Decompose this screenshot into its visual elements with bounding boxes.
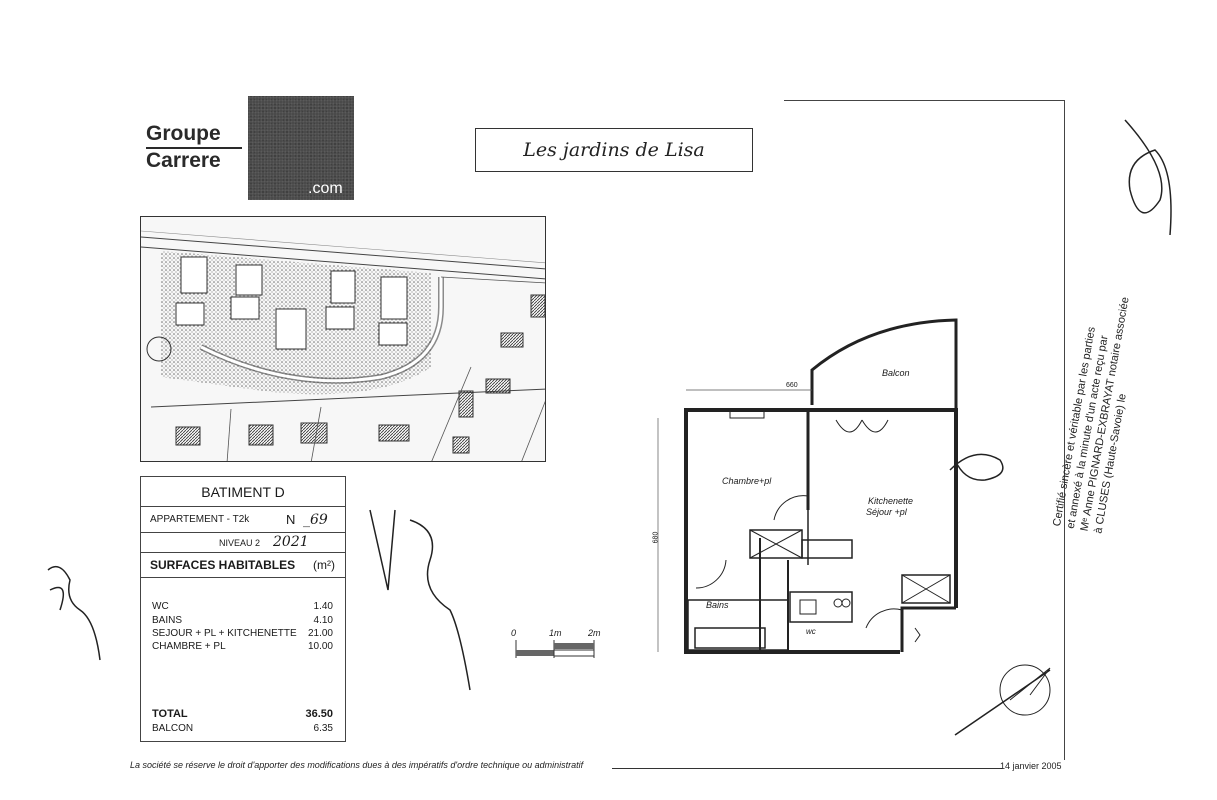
signature-top-right — [1124, 119, 1172, 236]
room-sejour: Séjour +pl — [866, 507, 907, 517]
scale-label-2m: 2m — [588, 628, 601, 638]
total-value: 36.50 — [305, 708, 333, 720]
scale-label-1m: 1m — [549, 628, 562, 638]
footer-date: 14 janvier 2005 — [1000, 761, 1062, 771]
frame-top-line — [784, 100, 1064, 101]
signature-plan — [949, 453, 1004, 481]
total-label: TOTAL — [152, 708, 188, 720]
surfaces-label: SURFACES HABITABLES — [150, 558, 296, 572]
surface-table: BATIMENT D APPARTEMENT - T2k N _69 NIVEA… — [140, 476, 346, 742]
footer-line — [612, 768, 1002, 769]
apartment-number-label: N — [286, 512, 296, 527]
item-value-bains: 4.10 — [313, 615, 333, 626]
item-value-wc: 1.40 — [313, 601, 333, 612]
item-value-sejour: 21.00 — [307, 628, 333, 639]
floor-plan — [657, 318, 960, 656]
dimension-left: 680 — [652, 531, 660, 544]
certification-text: Certifié sincère et véritable par les pa… — [1050, 269, 1150, 535]
scale-bar — [515, 640, 595, 658]
surfaces-unit: (m²) — [313, 558, 335, 572]
level-row: NIVEAU 2 2021 — [141, 533, 345, 553]
item-label-bains: BAINS — [152, 615, 183, 626]
logo-text: Groupe Carrere — [146, 120, 221, 174]
logo-suffix: .com — [308, 180, 343, 197]
apartment-label: APPARTEMENT - T2k — [150, 514, 250, 525]
balcon-value: 6.35 — [313, 723, 333, 734]
north-arrow-sketch — [954, 664, 1051, 736]
level-handwritten: 2021 — [273, 534, 309, 550]
room-wc: wc — [806, 627, 816, 636]
item-label-sejour: SEJOUR + PL + KITCHENETTE — [152, 628, 297, 639]
level-label: NIVEAU 2 — [219, 538, 261, 548]
room-kitchenette: Kitchenette — [868, 496, 914, 506]
frame-right-line — [1064, 100, 1065, 760]
page-title: Les jardins de Lisa — [523, 139, 705, 161]
item-label-chambre: CHAMBRE + PL — [152, 641, 226, 652]
logo-line2: Carrere — [146, 149, 221, 172]
building-label: BATIMENT D — [141, 477, 345, 507]
scale-label-0: 0 — [511, 628, 517, 638]
signature-middle — [369, 509, 471, 691]
surfaces-row: SURFACES HABITABLES (m²) — [141, 553, 345, 578]
room-bains: Bains — [706, 600, 729, 610]
title-box: Les jardins de Lisa — [475, 128, 753, 172]
apartment-number: _69 — [303, 512, 328, 528]
logo-box — [248, 96, 354, 200]
site-plan-drawing — [141, 230, 545, 461]
logo-divider — [146, 147, 242, 149]
balcon-label: BALCON — [152, 723, 194, 734]
site-plan — [140, 216, 546, 462]
room-balcon: Balcon — [882, 368, 910, 378]
logo-line1: Groupe — [146, 122, 221, 145]
dimension-top: 660 — [786, 382, 798, 389]
item-label-wc: WC — [152, 601, 169, 612]
room-chambre: Chambre+pl — [722, 476, 772, 486]
item-value-chambre: 10.00 — [307, 641, 333, 652]
signature-left — [47, 565, 101, 661]
footer-disclaimer: La société se réserve le droit d'apporte… — [130, 760, 584, 770]
apartment-row: APPARTEMENT - T2k N _69 — [141, 507, 345, 533]
